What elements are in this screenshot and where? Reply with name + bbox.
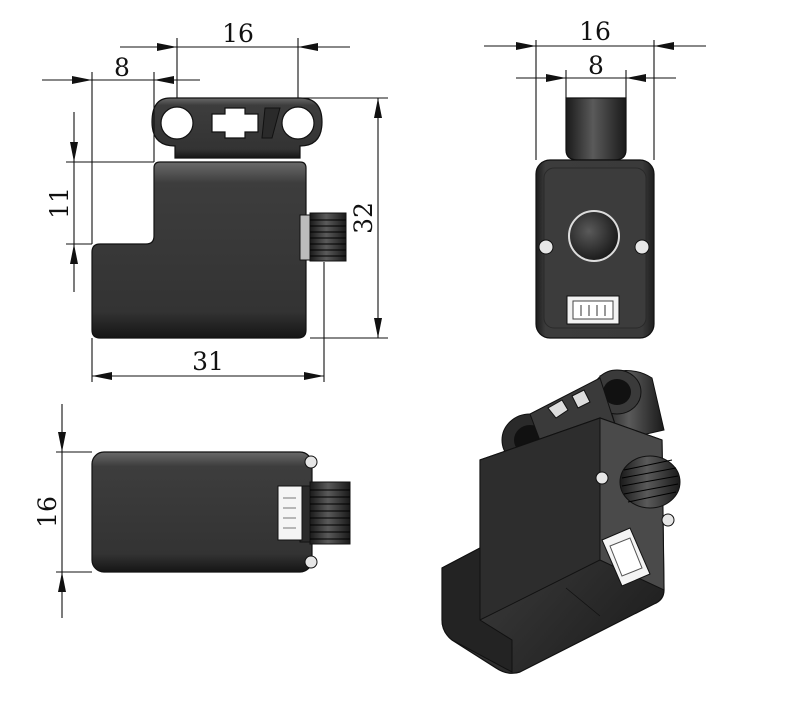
dim-side-inner-width: 8 [588,51,604,80]
bottom-view [91,451,351,573]
dim-front-total-width: 31 [192,347,224,376]
screw-bottom [304,555,318,569]
knob-face [568,210,620,262]
bracket-hole-left [160,106,194,140]
isometric-view [441,369,681,674]
dim-bottom-height: 16 [33,496,62,528]
side-bracket [565,97,627,161]
dim-front-step-height: 11 [45,187,74,219]
side-dimensions: 16 8 [484,17,706,160]
dim-side-total-width: 16 [579,17,611,46]
dim-front-left-offset: 8 [114,53,130,82]
front-dimensions: 16 8 11 32 31 [42,19,388,382]
bottom-knob [299,481,351,545]
screw-top [304,455,318,469]
connector-port [566,295,620,325]
module-body [91,161,307,339]
cross-axle-hole [211,107,259,139]
side-view [535,97,655,339]
bottom-connector [277,485,303,541]
dim-front-total-height: 32 [349,202,378,234]
bottom-dimensions: 16 [33,404,92,618]
screw-right [634,239,650,255]
knob-side [299,212,347,262]
bracket-hole-right [281,106,315,140]
front-view [91,97,347,339]
screw-left [538,239,554,255]
dim-front-top-width: 16 [222,19,254,48]
